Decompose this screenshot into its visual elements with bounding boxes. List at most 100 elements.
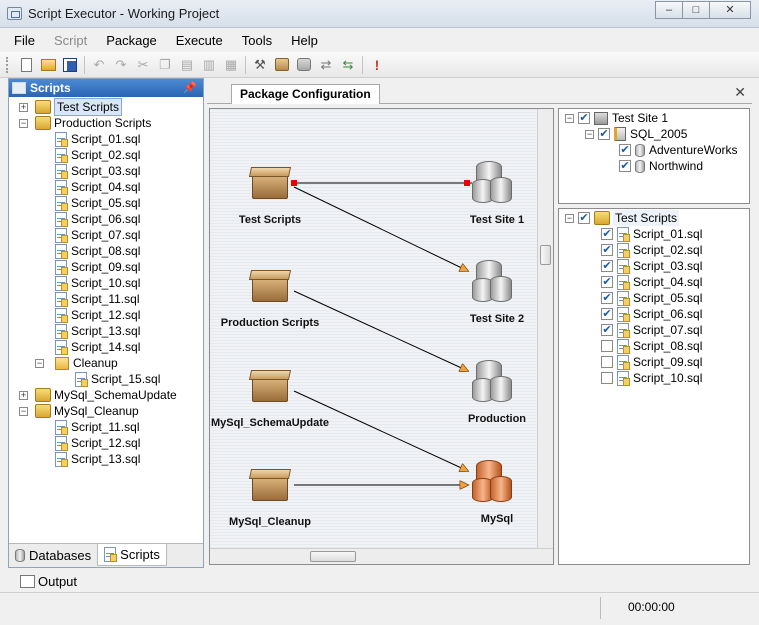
menu-execute[interactable]: Execute [175,32,223,48]
tree-node[interactable]: Script_12.sql [55,435,140,451]
output-tab[interactable]: Output [20,574,77,589]
diagram-horizontal-scrollbar[interactable] [210,548,553,564]
redo-icon[interactable]: ↷ [115,56,127,72]
menu-tools[interactable]: Tools [241,32,273,48]
tab-scripts[interactable]: Scripts [97,544,167,566]
site-node[interactable]: − ✔ Test Site 1 [565,110,668,126]
checkbox[interactable]: ✔ [601,228,613,240]
expand-icon[interactable]: + [19,102,28,112]
tree-node[interactable]: Script_13.sql [55,323,140,339]
tools-icon[interactable]: ⚒ [254,56,266,72]
collapse-icon[interactable]: − [35,358,44,368]
menu-package[interactable]: Package [106,32,157,48]
database-icon[interactable] [472,260,514,304]
tree-node[interactable]: −Cleanup [35,355,118,371]
execute-icon[interactable]: ! [374,56,380,73]
new-file-icon[interactable] [15,55,37,75]
copy-icon[interactable]: ❐ [159,56,171,72]
checkbox[interactable] [601,356,613,368]
package-box-icon[interactable] [248,467,292,501]
tree-node[interactable]: Script_11.sql [55,419,139,435]
script-checklist-item[interactable]: ✔Script_02.sql [601,242,702,258]
package-box-icon[interactable] [248,165,292,199]
minimize-button[interactable]: – [655,1,683,19]
script-checklist-item[interactable]: ✔Script_06.sql [601,306,702,322]
checkbox[interactable]: ✔ [601,276,613,288]
checkbox[interactable]: ✔ [598,128,610,140]
checkbox[interactable]: ✔ [601,308,613,320]
close-button[interactable]: ✕ [709,1,751,19]
script-checklist-item[interactable]: Script_10.sql [601,370,702,386]
tree-node[interactable]: Script_09.sql [55,259,140,275]
connection-handle[interactable] [291,180,297,186]
tree-node[interactable]: Script_13.sql [55,451,140,467]
checkbox[interactable]: ✔ [601,260,613,272]
menu-script[interactable]: Script [53,32,88,48]
script-checklist-item[interactable]: ✔Script_03.sql [601,258,702,274]
cut-icon[interactable]: ✂ [137,56,149,72]
package-box-icon[interactable] [248,368,292,402]
package-icon[interactable] [271,55,293,75]
tree-node[interactable]: +Test Scripts [19,98,123,116]
connection-handle[interactable] [464,180,470,186]
checkbox[interactable] [601,340,613,352]
pin-icon[interactable]: 📌 [183,82,197,94]
package-box-icon[interactable] [248,268,292,302]
checkbox[interactable]: ✔ [619,144,631,156]
collapse-icon[interactable]: − [565,112,574,123]
diagram-vertical-scrollbar[interactable] [537,109,553,549]
server-node[interactable]: − ✔ SQL_2005 [585,126,687,142]
tree-node[interactable]: Script_06.sql [55,211,140,227]
checkbox[interactable]: ✔ [578,212,590,224]
tree-node[interactable]: Script_02.sql [55,147,140,163]
script-checklist-item[interactable]: Script_09.sql [601,354,702,370]
script-checklist-item[interactable]: ✔Script_04.sql [601,274,702,290]
checkbox[interactable]: ✔ [601,244,613,256]
undo-icon[interactable]: ↶ [93,56,105,72]
connection-line[interactable] [293,390,468,471]
tree-node[interactable]: Script_07.sql [55,227,140,243]
script-checklist-item[interactable]: ✔Script_07.sql [601,322,702,338]
paste-special-icon[interactable]: ▥ [202,56,216,72]
script-checklist-item[interactable]: ✔Script_05.sql [601,290,702,306]
tree-node[interactable]: Script_05.sql [55,195,140,211]
toolbar-grip[interactable] [6,56,9,73]
checkbox[interactable]: ✔ [601,324,613,336]
tab-package-configuration[interactable]: Package Configuration [231,84,380,104]
open-folder-icon[interactable] [37,55,59,75]
script-checklist-item[interactable]: Script_08.sql [601,338,702,354]
tree-node[interactable]: Script_08.sql [55,243,140,259]
vertical-scroll-thumb[interactable] [540,245,551,265]
tree-node[interactable]: +MySql_SchemaUpdate [19,387,177,403]
paste-icon[interactable]: ▤ [180,56,194,72]
package-root-node[interactable]: − ✔ Test Scripts [565,210,680,226]
tab-databases[interactable]: Databases [9,544,97,566]
database-node[interactable]: ✔ AdventureWorks [619,142,737,158]
checkbox[interactable]: ✔ [601,292,613,304]
menu-help[interactable]: Help [291,32,318,48]
tree-node[interactable]: Script_10.sql [55,275,140,291]
tree-node[interactable]: Script_14.sql [55,339,140,355]
database-icon[interactable] [472,161,514,205]
collapse-icon[interactable]: − [585,128,594,139]
collapse-icon[interactable]: − [19,118,28,128]
tree-node[interactable]: Script_12.sql [55,307,140,323]
tree-node[interactable]: Script_15.sql [75,371,160,387]
checkbox[interactable]: ✔ [578,112,590,124]
database-node[interactable]: ✔ Northwind [619,158,703,174]
tree-node[interactable]: Script_11.sql [55,291,139,307]
tree-node[interactable]: −Production Scripts [19,115,151,131]
horizontal-scroll-thumb[interactable] [310,551,356,562]
tree-node[interactable]: Script_01.sql [55,131,140,147]
checkbox[interactable]: ✔ [619,160,631,172]
collapse-icon[interactable]: − [19,406,28,416]
script-checklist-item[interactable]: ✔Script_01.sql [601,226,702,242]
connection-line[interactable] [293,186,468,271]
tree-node[interactable]: Script_03.sql [55,163,140,179]
tree-node[interactable]: −MySql_Cleanup [19,403,139,419]
document-close-icon[interactable]: ✕ [734,84,746,100]
database-package-icon[interactable] [293,55,315,75]
maximize-button[interactable]: □ [682,1,710,19]
mysql-database-icon[interactable] [472,460,514,504]
